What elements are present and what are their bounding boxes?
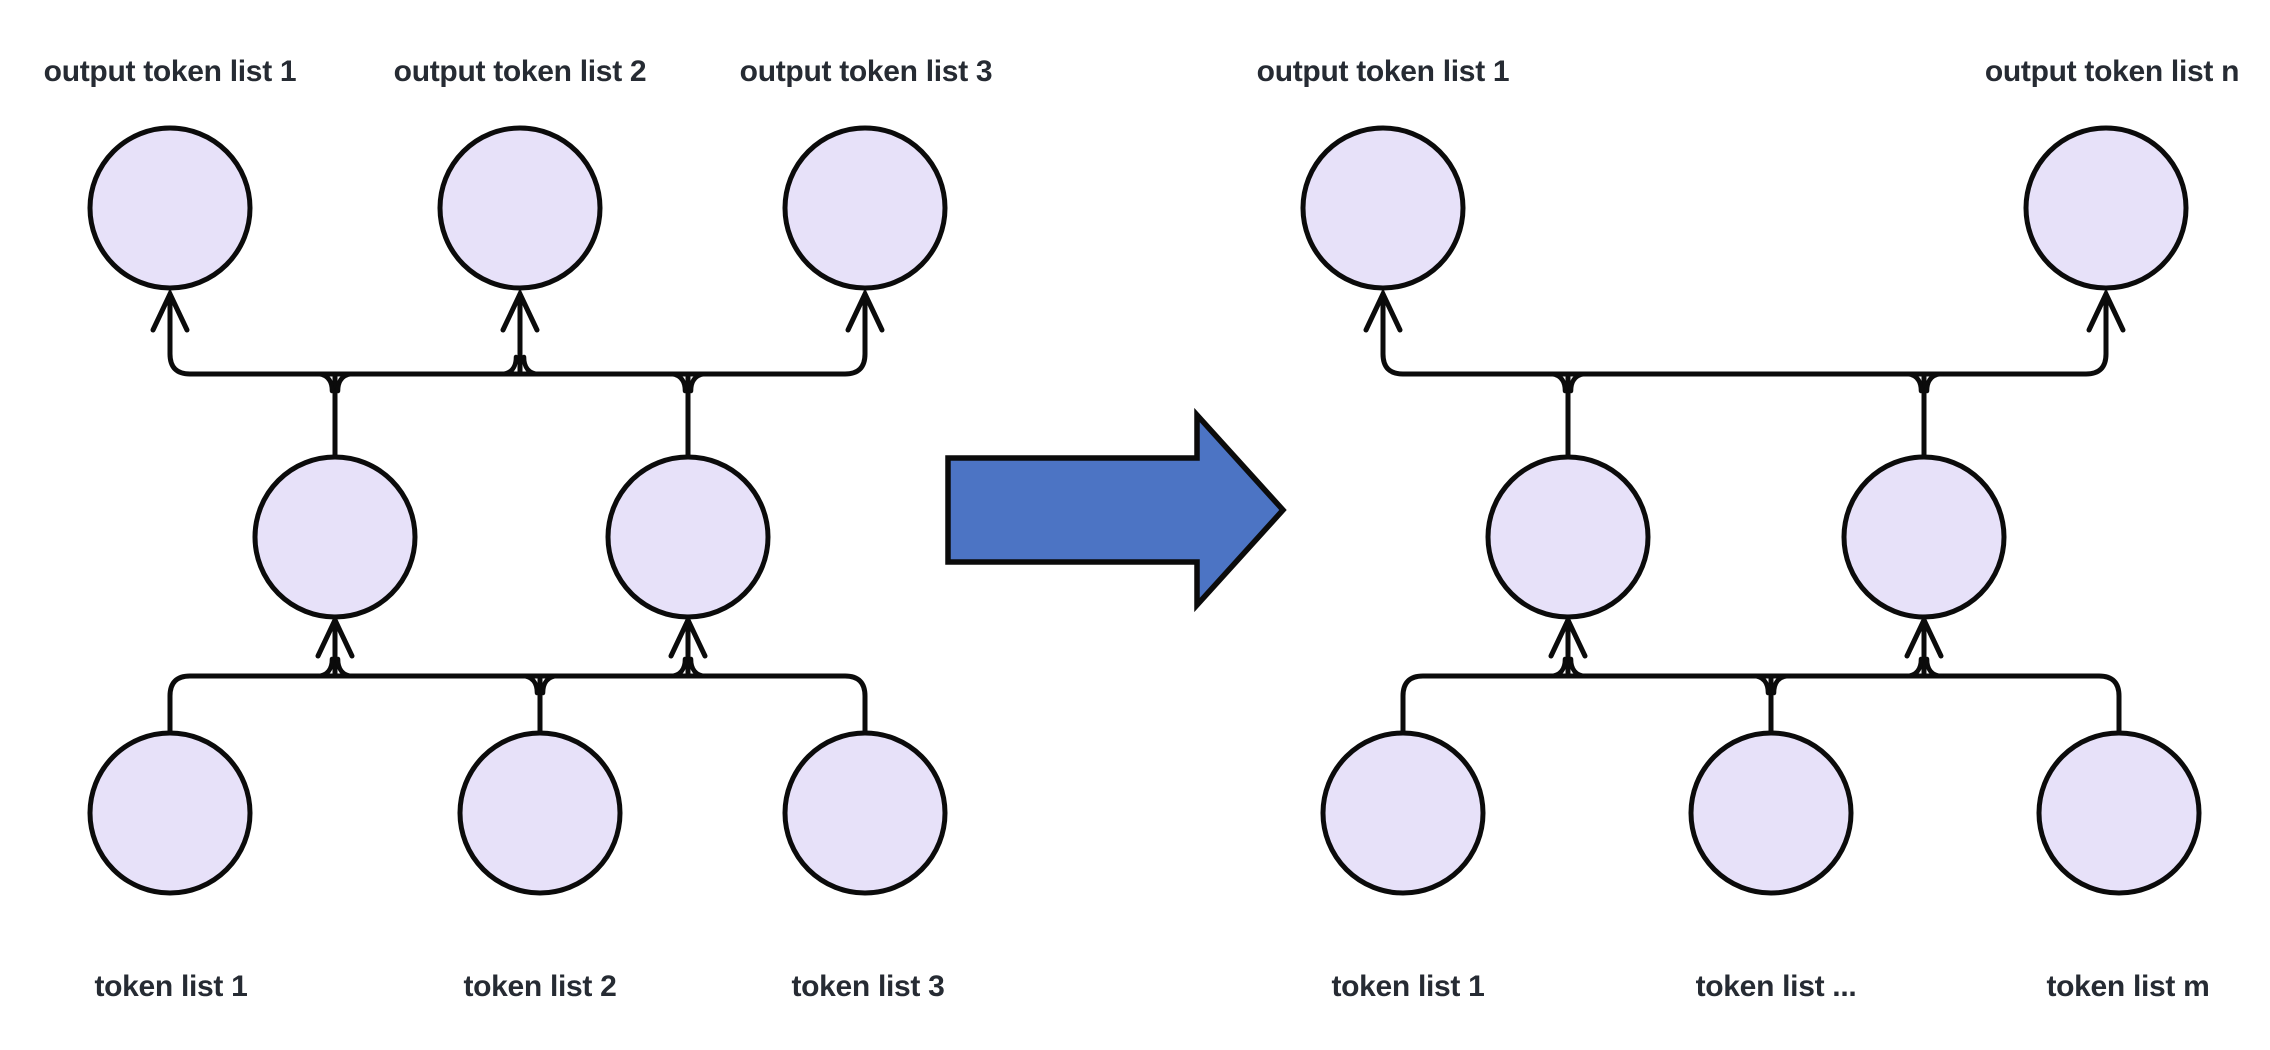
junction-flare	[521, 354, 541, 377]
arrowhead	[2086, 288, 2126, 333]
left-output-node-1	[87, 125, 253, 291]
junction-flare	[668, 371, 688, 394]
left-diagram: output token list 1 output token list 2 …	[44, 55, 993, 1003]
right-input-label-dots: token list ...	[1696, 970, 1857, 1003]
junction-flare	[1548, 371, 1568, 394]
junction-flare	[1568, 656, 1588, 679]
junction-flare	[1771, 673, 1791, 696]
transform-arrow-icon	[945, 407, 1287, 613]
arrowhead	[1363, 288, 1403, 333]
junction-flare	[1924, 656, 1944, 679]
right-lower-bus	[1400, 673, 2122, 736]
junction-flare	[1924, 371, 1944, 394]
junction-flare	[315, 656, 335, 679]
left-input-label-1: token list 1	[94, 970, 247, 1003]
left-output-node-3	[782, 125, 948, 291]
right-output-label-n: output token list n	[1985, 55, 2239, 88]
right-hidden-node-1	[1485, 454, 1651, 620]
right-diagram: output token list 1 output token list n	[1257, 55, 2240, 1003]
junction-flare	[1548, 656, 1568, 679]
right-input-node-m	[2036, 730, 2202, 896]
junction-flare	[315, 371, 335, 394]
arrowhead	[845, 288, 885, 333]
junction-flare	[1904, 371, 1924, 394]
left-lower-bus	[167, 673, 868, 736]
left-input-node-2	[457, 730, 623, 896]
right-hidden-node-2	[1841, 454, 2007, 620]
right-output-node-1	[1300, 125, 1466, 291]
right-input-node-1	[1320, 730, 1486, 896]
junction-flare	[1751, 673, 1771, 696]
right-upper-bus	[1380, 296, 2109, 377]
left-output-label-2: output token list 2	[394, 55, 647, 88]
arrowhead	[1548, 614, 1588, 659]
junction-flare	[520, 673, 540, 696]
left-output-label-3: output token list 3	[740, 55, 993, 88]
left-input-node-1	[87, 730, 253, 896]
right-input-label-m: token list m	[2046, 970, 2209, 1003]
arrowhead	[1904, 614, 1944, 659]
left-hidden-node-1	[252, 454, 418, 620]
arrowhead	[150, 288, 190, 333]
right-output-node-n	[2023, 125, 2189, 291]
left-output-node-2	[437, 125, 603, 291]
junction-flare	[688, 656, 708, 679]
junction-flare	[688, 371, 708, 394]
junction-flare	[540, 673, 560, 696]
junction-flare	[335, 656, 355, 679]
junction-flare	[499, 354, 519, 377]
left-hidden-node-2	[605, 454, 771, 620]
left-input-node-3	[782, 730, 948, 896]
left-input-label-3: token list 3	[791, 970, 944, 1003]
junction-flare	[1904, 656, 1924, 679]
right-input-label-1: token list 1	[1331, 970, 1484, 1003]
right-input-node-dots	[1688, 730, 1854, 896]
arrowhead	[500, 288, 540, 333]
arrowhead	[315, 614, 355, 659]
junction-flare	[668, 656, 688, 679]
arrowhead	[668, 614, 708, 659]
junction-flare	[1568, 371, 1588, 394]
left-output-label-1: output token list 1	[44, 55, 297, 88]
left-input-label-2: token list 2	[463, 970, 616, 1003]
junction-flare	[335, 371, 355, 394]
right-output-label-1: output token list 1	[1257, 55, 1510, 88]
